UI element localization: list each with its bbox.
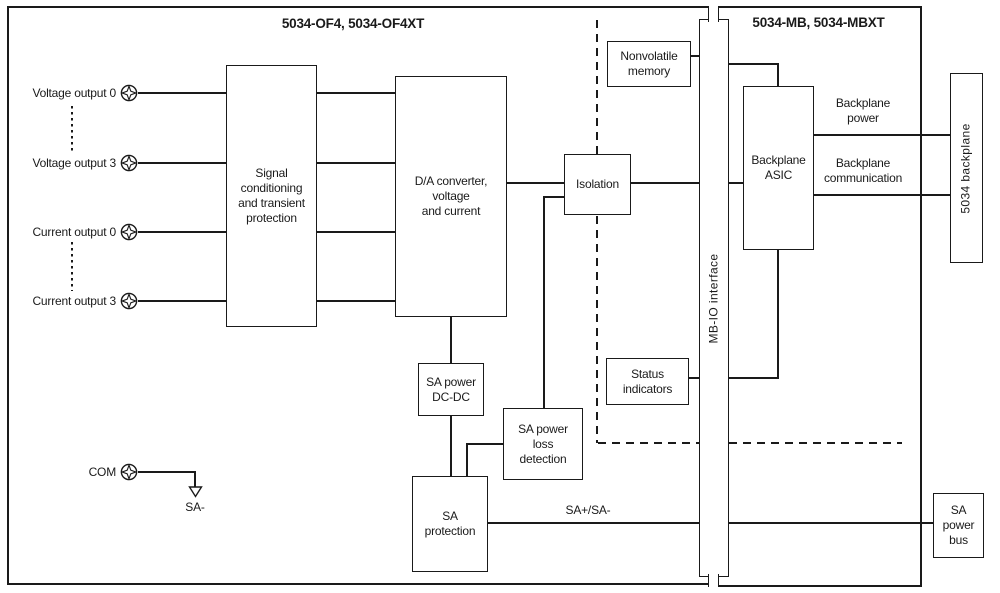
ground-triangle-icon — [188, 486, 203, 498]
wire-mbio-to-asic-top — [729, 63, 778, 65]
wire-isolation-to-mbio — [631, 182, 699, 184]
wire-backplane-power — [813, 134, 950, 136]
sa-bus-label: SA+/SA- — [565, 503, 611, 517]
block-label: MB-IO interface — [706, 252, 721, 344]
block-sa-power-dcdc: SA power DC-DC — [418, 363, 484, 416]
wire-signal-to-da — [317, 162, 395, 164]
terminal-ellipsis-dots — [71, 106, 73, 151]
wire-current-output-3 — [138, 300, 226, 302]
block-sa-power-bus: SA power bus — [933, 493, 984, 558]
wire-sa-bus-left — [488, 522, 699, 524]
screw-terminal-icon — [120, 463, 138, 481]
wire-com-drop — [194, 471, 196, 487]
wire-asic-top-drop — [777, 63, 779, 87]
block-status-indicators: Status indicators — [606, 358, 689, 405]
isolation-boundary-horizontal-right — [729, 442, 902, 444]
block-label: Signal conditioning and transient protec… — [238, 166, 305, 225]
block-backplane-asic: Backplane ASIC — [743, 86, 814, 250]
block-nonvolatile-memory: Nonvolatile memory — [607, 41, 691, 87]
wire-backplane-communication — [813, 194, 950, 196]
block-label: SA protection — [424, 509, 476, 538]
wire-loss-to-protection-drop — [466, 443, 468, 476]
screw-terminal-icon — [120, 154, 138, 172]
backplane-communication-label: Backplane communication — [823, 156, 903, 185]
mb-io-bottom-notch — [708, 574, 719, 587]
block-label: SA power loss detection — [518, 421, 568, 466]
block-label: 5034 backplane — [959, 122, 973, 214]
wire-current-output-0 — [138, 231, 226, 233]
wire-signal-to-da — [317, 300, 395, 302]
wire-asic-bottom-drop — [777, 250, 779, 379]
wire-signal-to-da — [317, 92, 395, 94]
wire-voltage-output-0 — [138, 92, 226, 94]
wire-dcdc-to-protection — [450, 416, 452, 476]
wire-voltage-output-3 — [138, 162, 226, 164]
terminal-ellipsis-dots — [71, 242, 73, 291]
terminal-label-voltage-output-3: Voltage output 3 — [32, 156, 116, 170]
output-module-title: 5034-OF4, 5034-OF4XT — [281, 16, 425, 31]
base-module-title: 5034-MB, 5034-MBXT — [752, 15, 885, 30]
block-label: D/A converter, voltage and current — [414, 174, 488, 218]
wire-isolation-to-loss-drop — [543, 196, 545, 408]
wire-signal-to-da — [317, 231, 395, 233]
block-label: Status indicators — [622, 366, 673, 396]
block-sa-power-loss-detection: SA power loss detection — [503, 408, 583, 480]
block-sa-protection: SA protection — [412, 476, 488, 572]
wire-loss-to-protection-jog — [466, 443, 503, 445]
screw-terminal-icon — [120, 292, 138, 310]
wire-mbio-to-asic-bottom — [729, 377, 778, 379]
block-label: Backplane ASIC — [751, 153, 806, 182]
block-5034-backplane: 5034 backplane — [950, 73, 983, 263]
mb-io-top-notch — [708, 6, 719, 22]
block-label: Nonvolatile memory — [620, 49, 678, 78]
terminal-label-current-output-3: Current output 3 — [32, 294, 116, 308]
terminal-label-com: COM — [88, 465, 117, 479]
mb-io-interface-bar: MB-IO interface — [699, 19, 729, 577]
block-label: SA power bus — [942, 503, 975, 547]
ground-label: SA- — [185, 500, 205, 514]
wire-isolation-to-loss-jog — [543, 196, 564, 198]
block-signal-conditioning: Signal conditioning and transient protec… — [226, 65, 317, 327]
block-label: Isolation — [576, 177, 619, 191]
wire-status-to-mbio — [689, 377, 699, 379]
terminal-label-voltage-output-0: Voltage output 0 — [32, 86, 116, 100]
wire-da-to-isolation — [507, 182, 564, 184]
screw-terminal-icon — [120, 84, 138, 102]
wire-com — [138, 471, 195, 473]
wire-memory-to-mbio — [691, 55, 699, 57]
screw-terminal-icon — [120, 223, 138, 241]
terminal-label-current-output-0: Current output 0 — [32, 225, 116, 239]
wire-mbio-to-asic — [729, 182, 743, 184]
isolation-boundary-vertical — [596, 20, 598, 443]
block-isolation: Isolation — [564, 154, 631, 215]
isolation-boundary-horizontal-left — [598, 442, 699, 444]
block-label: SA power DC-DC — [426, 374, 476, 404]
wire-da-to-dcdc — [450, 317, 452, 363]
block-da-converter: D/A converter, voltage and current — [395, 76, 507, 317]
backplane-power-label: Backplane power — [835, 96, 891, 125]
wire-sa-bus-right — [729, 522, 933, 524]
